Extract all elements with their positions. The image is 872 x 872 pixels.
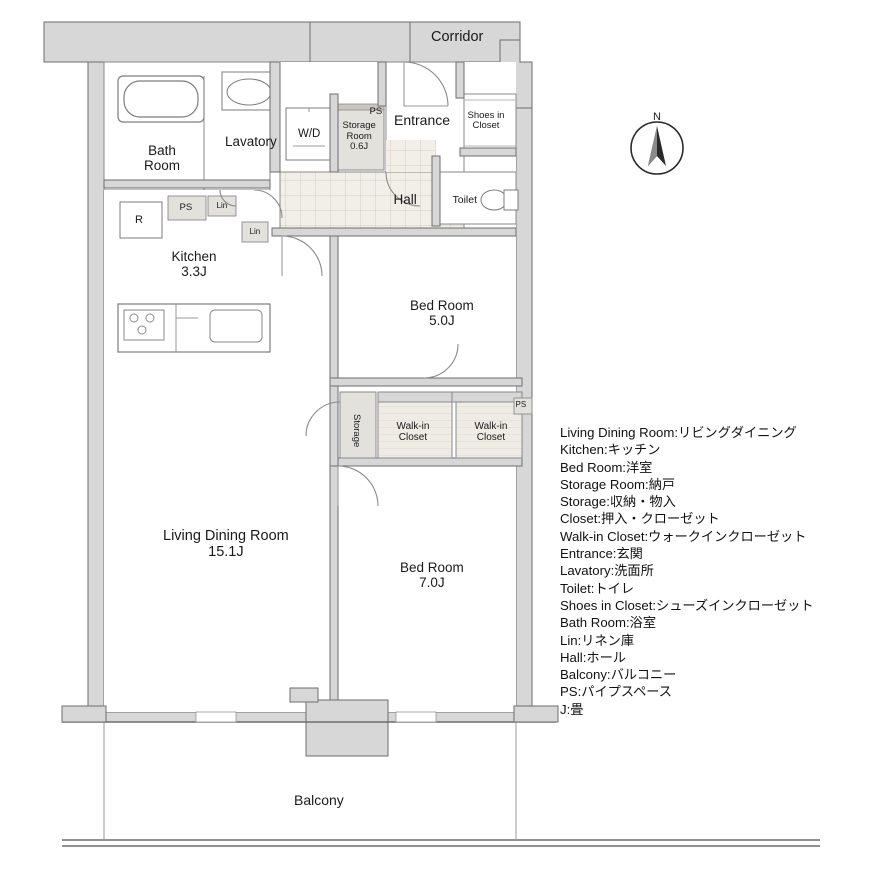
bath-lavatory-zone xyxy=(103,61,333,191)
annotation-label: Lin xyxy=(216,200,228,210)
door-swings xyxy=(219,61,459,507)
annotation-label: PS xyxy=(515,399,527,409)
legend-item: J:畳 xyxy=(560,701,584,717)
annotation-label: R xyxy=(135,214,143,226)
legend-list: Living Dining Room:リビングダイニング Kitchen:キッチン… xyxy=(560,424,872,718)
legend-item: Shoes in Closet:シューズインクローゼット xyxy=(560,597,814,613)
room-label: Entrance xyxy=(394,112,451,128)
compass-graphic xyxy=(630,121,684,175)
closet-block xyxy=(339,391,533,459)
legend-item: Toilet:トイレ xyxy=(560,580,635,596)
kitchen-area xyxy=(104,190,271,353)
legend-item: Storage:収納・物入 xyxy=(560,494,676,510)
room-label: Storage xyxy=(351,413,363,447)
balcony-area xyxy=(61,687,820,847)
legend-item: Closet:押入・クローゼット xyxy=(560,511,720,527)
legend-item: Balcony:バルコニー xyxy=(560,667,677,683)
legend-item: Lavatory:洗面所 xyxy=(560,563,654,579)
annotation-label: PS xyxy=(179,201,193,213)
room-label: Toilet xyxy=(452,194,478,206)
annotation-label: PS xyxy=(369,105,383,117)
shoes-in-closet-box xyxy=(463,93,517,153)
legend-item: Hall:ホール xyxy=(560,649,626,665)
room-label: Hall xyxy=(393,191,417,207)
legend-item: Entrance:玄関 xyxy=(560,546,643,562)
legend-item: Bed Room:洋室 xyxy=(560,459,653,475)
wall-structure xyxy=(43,21,533,109)
legend-item: Walk-in Closet:ウォークインクローゼット xyxy=(560,528,807,544)
annotation-label: Lin xyxy=(249,226,261,236)
legend-item: Lin:リネン庫 xyxy=(560,632,635,648)
legend-item: Kitchen:キッチン xyxy=(560,442,661,458)
room-label: Lavatory xyxy=(225,133,277,149)
interior-partitions xyxy=(103,61,523,713)
legend-item: PS:パイプスペース xyxy=(560,684,672,700)
room-label: W/D xyxy=(298,127,321,140)
compass-north-label: N xyxy=(653,111,661,123)
legend-item: Bath Room:浴室 xyxy=(560,615,657,631)
legend-item: Storage Room:納戸 xyxy=(560,476,676,492)
left-outer-wall xyxy=(87,61,105,713)
legend-item: Living Dining Room:リビングダイニング xyxy=(560,425,797,440)
room-label: Balcony xyxy=(294,792,344,808)
room-label: Corridor xyxy=(431,29,484,45)
